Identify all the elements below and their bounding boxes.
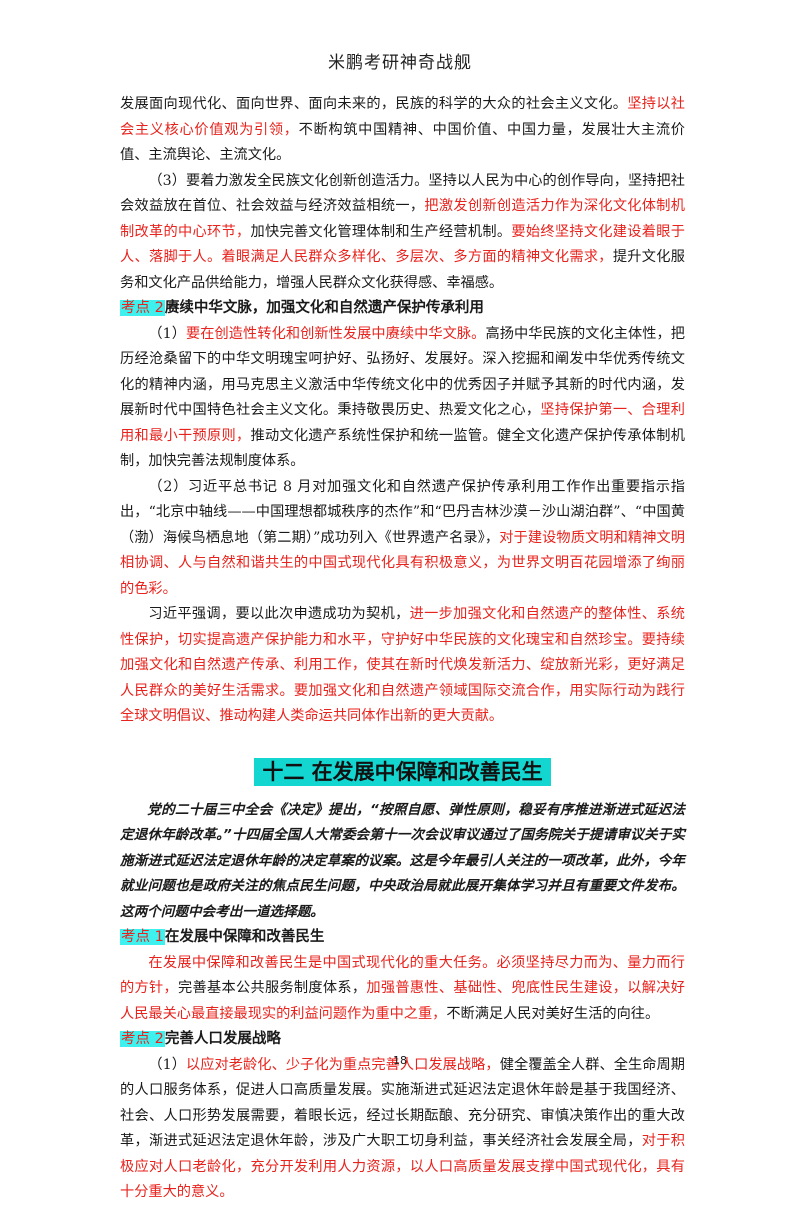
key-point-title: 赓续中华文脉，加强文化和自然遗产保护传承利用 — [164, 300, 484, 316]
text-segment: （1） — [148, 1056, 187, 1073]
text-segment: 加快完善文化管理体制和生产经营机制。 — [250, 223, 512, 240]
key-point-heading: 考点 2赓续中华文脉，加强文化和自然遗产保护传承利用 — [120, 296, 685, 322]
text-segment: （3）要着力激发全民族文化创新创造活力。坚持以人民为中心的创作导向，坚持把社会效… — [120, 172, 685, 215]
key-point-title: 在发展中保障和改善民生 — [164, 929, 325, 945]
key-point-tag: 考点 2 — [120, 1031, 165, 1047]
highlight-text: 对于建设物质文明和精神文明相协调、人与自然和谐共生的中国式现代化具有积极意义，为… — [120, 529, 685, 597]
key-point-tag: 考点 1 — [120, 929, 165, 945]
page-number: 18 — [393, 1054, 407, 1067]
text-segment: 习近平强调，要以此次申遗成功为契机， — [148, 606, 410, 622]
highlight-text: 在发展中保障和改善民生是中国式现代化的重大任务。必须坚持尽力而为、量力而行的方针… — [120, 954, 685, 997]
key-point-tag: 考点 2 — [120, 300, 165, 316]
key-point-heading: 考点 2完善人口发展战略 — [120, 1027, 685, 1053]
highlight-text: 以应对老龄化、少子化为重点完善人口发展战略， — [186, 1056, 500, 1073]
paragraph-population: （1）以应对老龄化、少子化为重点完善人口发展战略，健全覆盖全人群、全生命周期的人… — [120, 1053, 685, 1206]
paragraph-culture-development: 发展面向现代化、面向世界、面向未来的，民族的科学的大众的社会主义文化。坚持以社会… — [120, 92, 685, 169]
text-segment: （2）习近平总书记 8 月对加强文化和自然遗产保护传承利用工作作出重要指示指出，… — [120, 478, 685, 546]
text-segment: 完善基本公共服务制度体系， — [177, 980, 367, 996]
page-header-title: 米鹏考研神奇战舰 — [328, 53, 472, 73]
section-intro: 党的二十届三中全会《决定》提出，“按照自愿、弹性原则，稳妥有序推进渐进式延迟法定… — [120, 801, 685, 920]
highlight-text: 要始终坚持文化建设着眼于人、落脚于人。着眼满足人民群众多样化、多层次、多方面的精… — [120, 223, 685, 266]
key-point-heading: 考点 1在发展中保障和改善民生 — [120, 925, 685, 951]
key-point-title: 完善人口发展战略 — [164, 1031, 281, 1047]
highlight-text: 进一步加强文化和自然遗产的整体性、系统性保护，切实提高遗产保护能力和水平，守护好… — [120, 606, 685, 724]
highlight-text: 加强普惠性、基础性、兜底性民生建设，以解决好人民最关心最直接最现实的利益问题作为… — [120, 980, 685, 1022]
document-body: 发展面向现代化、面向世界、面向未来的，民族的科学的大众的社会主义文化。坚持以社会… — [120, 92, 685, 1206]
text-segment: 提升文化服务和文化产品供给能力，增强人民群众文化获得感、幸福感。 — [120, 249, 685, 291]
paragraph-heritage-2: （2）习近平总书记 8 月对加强文化和自然遗产保护传承利用工作作出重要指示指出，… — [120, 475, 685, 603]
text-segment: （1） — [148, 325, 187, 342]
paragraph-heritage-1: （1）要在创造性转化和创新性发展中赓续中华文脉。高扬中华民族的文化主体性，把历经… — [120, 322, 685, 475]
highlight-text: 坚持保护第一、合理利用和最小干预原则， — [120, 402, 685, 444]
highlight-text: 要在创造性转化和创新性发展中赓续中华文脉。 — [186, 325, 486, 342]
highlight-text: 把激发创新创造活力作为深化文化体制机制改革的中心环节， — [120, 198, 685, 240]
text-segment: 推动文化遗产系统性保护和统一监管。健全文化遗产保护传承体制机制，加快完善法规制度… — [120, 427, 685, 470]
text-segment: 不断构筑中国精神、中国价值、中国力量，发展壮大主流价值、主流舆论、主流文化。 — [120, 121, 685, 164]
paragraph-livelihood: 在发展中保障和改善民生是中国式现代化的重大任务。必须坚持尽力而为、量力而行的方针… — [120, 951, 685, 1028]
paragraph-xi-emphasis: 习近平强调，要以此次申遗成功为契机，进一步加强文化和自然遗产的整体性、系统性保护… — [120, 602, 685, 730]
text-segment: 高扬中华民族的文化主体性，把历经沧桑留下的中华文明瑰宝呵护好、弘扬好、发展好。深… — [120, 325, 685, 419]
text-segment: 发展面向现代化、面向世界、面向未来的，民族的科学的大众的社会主义文化。 — [120, 96, 628, 112]
highlight-text: 坚持以社会主义核心价值观为引领， — [120, 96, 685, 138]
section-heading-wrap: 十二 在发展中保障和改善民生 — [120, 757, 685, 786]
paragraph-cultural-innovation: （3）要着力激发全民族文化创新创造活力。坚持以人民为中心的创作导向，坚持把社会效… — [120, 169, 685, 297]
text-segment: 不断满足人民对美好生活的向往。 — [446, 1005, 660, 1022]
section-title: 十二 在发展中保障和改善民生 — [254, 757, 551, 786]
